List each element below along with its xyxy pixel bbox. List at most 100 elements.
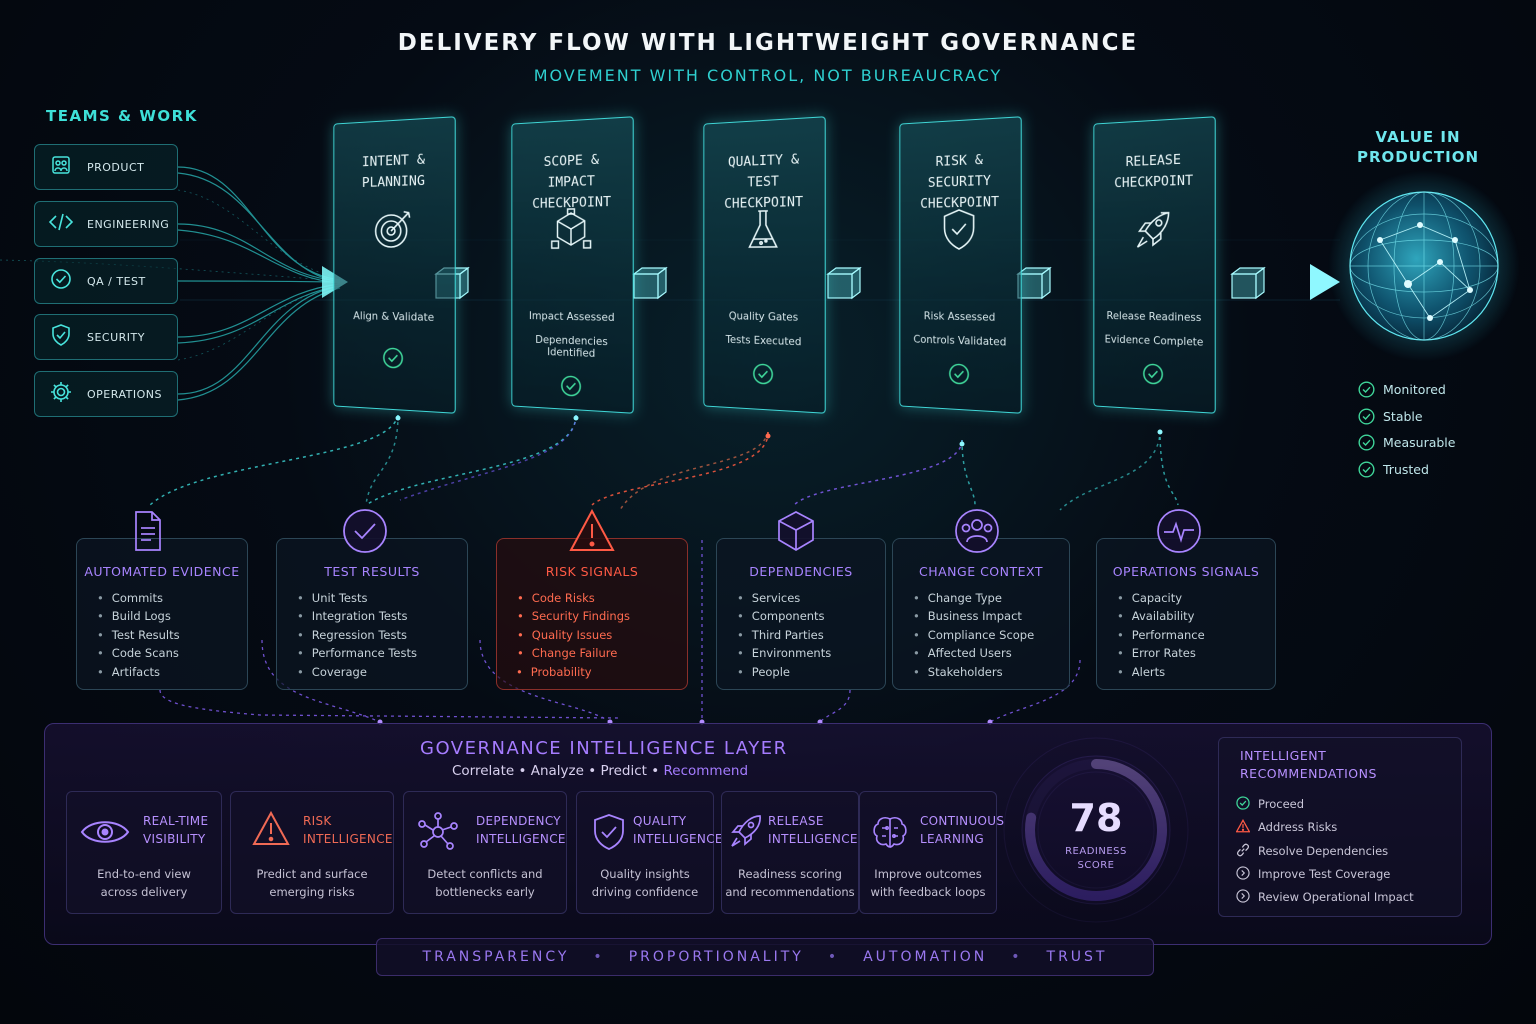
checkpoint-release[interactable]: RELEASE CHECKPOINT Release Readiness Evi… — [1093, 116, 1216, 414]
capability-title-line: INTELLIGENCE — [768, 832, 858, 846]
target-icon — [334, 206, 454, 256]
pulse-icon — [1154, 506, 1204, 556]
list-item: Error Rates — [1117, 644, 1205, 662]
value-item-label: Monitored — [1383, 381, 1446, 397]
team-security[interactable]: SECURITY — [34, 314, 178, 360]
recommendation-review-operational-impact[interactable]: Review Operational Impact — [1236, 888, 1414, 906]
check-circle-icon — [35, 268, 87, 295]
list-item: Business Impact — [913, 607, 1034, 625]
signal-automated-evidence[interactable]: AUTOMATED EVIDENCE Commits Build Logs Te… — [76, 538, 248, 690]
team-operations[interactable]: OPERATIONS — [34, 371, 178, 417]
recommendation-resolve-dependencies[interactable]: Resolve Dependencies — [1236, 842, 1388, 860]
recommendation-label: Proceed — [1258, 797, 1305, 811]
readiness-score-label-line: SCORE — [1077, 860, 1115, 871]
list-item: Change Failure — [517, 644, 630, 662]
document-icon — [122, 506, 172, 556]
signal-risk-signals[interactable]: RISK SIGNALS Code Risks Security Finding… — [496, 538, 688, 690]
cube-icon — [771, 506, 821, 556]
capability-desc: End-to-end view across delivery — [67, 865, 221, 901]
arrow-circle-icon — [1236, 888, 1258, 906]
list-item: Commits — [97, 589, 180, 607]
page-subtitle: MOVEMENT WITH CONTROL, NOT BUREAUCRACY — [533, 66, 1003, 85]
signal-title: RISK SIGNALS — [545, 564, 639, 579]
check-circle-icon — [334, 345, 454, 376]
check-circle-icon — [704, 361, 824, 393]
signal-change-context[interactable]: CHANGE CONTEXT Change Type Business Impa… — [892, 538, 1070, 690]
signal-test-results[interactable]: TEST RESULTS Unit Tests Integration Test… — [276, 538, 468, 690]
team-engineering[interactable]: ENGINEERING — [34, 201, 178, 247]
checkpoint-title-line: CHECKPOINT — [1114, 172, 1194, 192]
list-item: Security Findings — [517, 607, 630, 625]
capability-desc-line: bottlenecks early — [435, 885, 535, 899]
capability-title-line: VISIBILITY — [143, 832, 206, 846]
value-item-label: Stable — [1383, 408, 1423, 424]
checkpoint-status: Controls Validated — [913, 333, 1007, 349]
team-label: QA / TEST — [87, 274, 146, 288]
capability-desc-line: across delivery — [100, 885, 188, 899]
eye-icon — [79, 814, 131, 854]
shield-icon — [35, 323, 87, 352]
checkpoint-quality-test[interactable]: QUALITY & TEST CHECKPOINT Quality Gates … — [703, 116, 826, 414]
signal-operations[interactable]: OPERATIONS SIGNALS Capacity Availability… — [1096, 538, 1276, 690]
capability-dependency-intelligence[interactable]: DEPENDENCY INTELLIGENCE Detect conflicts … — [403, 791, 567, 914]
team-qa-test[interactable]: QA / TEST — [34, 258, 178, 304]
warning-icon — [1235, 818, 1258, 836]
rocket-icon — [1094, 206, 1214, 258]
warning-icon — [251, 810, 291, 852]
checkpoint-status: Impact Assessed — [528, 310, 615, 325]
list-item: Performance Tests — [297, 644, 417, 662]
check-circle-icon — [1358, 433, 1375, 451]
list-item: Performance — [1117, 626, 1205, 644]
readiness-score-label-line: READINESS — [1065, 846, 1127, 857]
flask-icon — [704, 206, 824, 258]
list-item: Affected Users — [913, 644, 1034, 662]
list-item: Probability — [516, 663, 630, 681]
separator-dot: • — [827, 949, 840, 965]
list-item: Stakeholders — [913, 663, 1034, 681]
checkpoint-intent-planning[interactable]: INTENT & PLANNING Align & Validate — [333, 116, 456, 414]
list-item: Compliance Scope — [913, 626, 1034, 644]
governance-title: GOVERNANCE INTELLIGENCE LAYER — [420, 738, 788, 759]
checkpoint-risk-security[interactable]: RISK & SECURITY CHECKPOINT Risk Assessed… — [899, 116, 1022, 414]
checkpoint-status: Dependencies Identified — [535, 333, 608, 360]
arrow-circle-icon — [1236, 865, 1258, 883]
capability-title-line: DEPENDENCY — [476, 814, 561, 828]
team-product[interactable]: PRODUCT — [34, 144, 178, 190]
recommendation-proceed[interactable]: Proceed — [1236, 795, 1304, 813]
capability-title-line: INTELLIGENCE — [476, 832, 566, 846]
checkpoint-status: Tests Executed — [725, 333, 802, 349]
check-circle-icon — [1358, 460, 1375, 478]
checkpoint-scope-impact[interactable]: SCOPE & IMPACT CHECKPOINT Impact Assesse… — [511, 116, 634, 414]
list-item: People — [737, 663, 831, 681]
value-item: Stable — [1358, 406, 1423, 426]
capability-desc-line: Detect conflicts and — [427, 867, 543, 881]
recommendations-title-line: RECOMMENDATIONS — [1240, 766, 1377, 781]
recommendation-address-risks[interactable]: Address Risks — [1235, 818, 1337, 836]
checkpoint-title: INTENT & PLANNING — [340, 148, 449, 194]
recommendation-improve-test-coverage[interactable]: Improve Test Coverage — [1236, 865, 1390, 883]
capability-desc-line: End-to-end view — [97, 867, 191, 881]
list-item: Third Parties — [737, 626, 831, 644]
list-item: Artifacts — [97, 663, 180, 681]
list-item: Quality Issues — [517, 626, 630, 644]
list-item: Coverage — [297, 663, 417, 681]
check-circle-icon — [1358, 407, 1375, 425]
signal-dependencies[interactable]: DEPENDENCIES Services Components Third P… — [716, 538, 886, 690]
globe-icon — [1352, 208, 1500, 328]
capability-desc-line: Readiness scoring — [738, 867, 842, 881]
cube-icon — [512, 206, 632, 260]
principle: AUTOMATION — [863, 949, 988, 965]
list-item: Alerts — [1117, 663, 1205, 681]
list-item: Integration Tests — [297, 607, 417, 625]
capability-title: DEPENDENCY INTELLIGENCE — [476, 812, 566, 848]
governance-subtitle-highlight: Recommend — [663, 763, 749, 779]
